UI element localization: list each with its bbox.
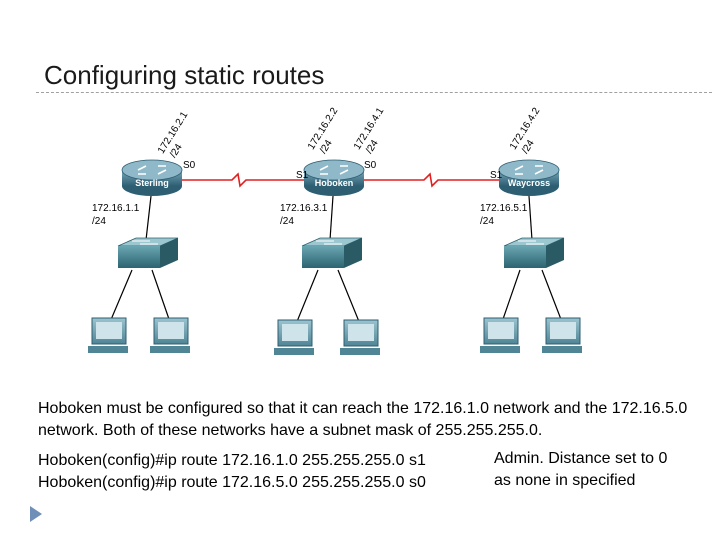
link-sterling-switch — [145, 195, 152, 241]
sterling-s0-label: S0 — [183, 160, 196, 171]
link-switch2-pc1 — [295, 269, 319, 325]
serial-link-hoboken-waycross — [362, 172, 500, 188]
command-line-2: Hoboken(config)#ip route 172.16.5.0 255.… — [38, 474, 426, 491]
pc-icon — [480, 317, 520, 353]
link-switch3-pc1 — [501, 269, 521, 323]
link-switch1-pc1 — [109, 269, 133, 323]
admin-distance-note-line-1: Admin. Distance set to 0 — [494, 450, 668, 467]
pc-icon — [88, 317, 128, 353]
link-switch3-pc2 — [541, 269, 563, 323]
bullet-arrow-icon — [30, 506, 42, 522]
pc-icon — [542, 317, 582, 353]
link-waycross-switch — [528, 195, 533, 241]
hoboken-s0-label: S0 — [364, 160, 377, 171]
link-hoboken-switch — [329, 195, 334, 241]
pc-icon — [274, 319, 314, 355]
router-label-sterling: Sterling — [135, 178, 169, 188]
description-text: Hoboken must be configured so that it ca… — [38, 400, 688, 439]
router-label-hoboken: Hoboken — [314, 178, 354, 188]
pc-icon — [340, 319, 380, 355]
link-switch1-pc2 — [151, 269, 171, 323]
hoboken-lan-mask: /24 — [280, 216, 294, 227]
slide-title: Configuring static routes — [44, 60, 325, 90]
switch-sterling-icon — [117, 237, 179, 268]
sterling-lan-mask: /24 — [92, 216, 106, 227]
waycross-s1-label: S1 — [490, 170, 503, 181]
hoboken-lan-ip: 172.16.3.1 — [280, 203, 328, 214]
switch-hoboken-icon — [301, 237, 363, 268]
pc-icon — [150, 317, 190, 353]
command-line-1: Hoboken(config)#ip route 172.16.1.0 255.… — [38, 452, 426, 469]
router-waycross-icon — [498, 159, 560, 196]
title-divider — [36, 92, 712, 93]
router-label-waycross: Waycross — [507, 178, 551, 188]
link-switch2-pc2 — [337, 269, 361, 325]
sterling-lan-ip: 172.16.1.1 — [92, 203, 140, 214]
waycross-lan-ip: 172.16.5.1 — [480, 203, 528, 214]
switch-waycross-icon — [503, 237, 565, 268]
waycross-lan-mask: /24 — [480, 216, 494, 227]
hoboken-s1-label: S1 — [296, 170, 309, 181]
admin-distance-note-line-2: as none in specified — [494, 472, 636, 489]
serial-link-sterling-hoboken — [180, 172, 304, 188]
router-hoboken-icon — [303, 159, 365, 196]
router-sterling-icon — [121, 159, 183, 196]
